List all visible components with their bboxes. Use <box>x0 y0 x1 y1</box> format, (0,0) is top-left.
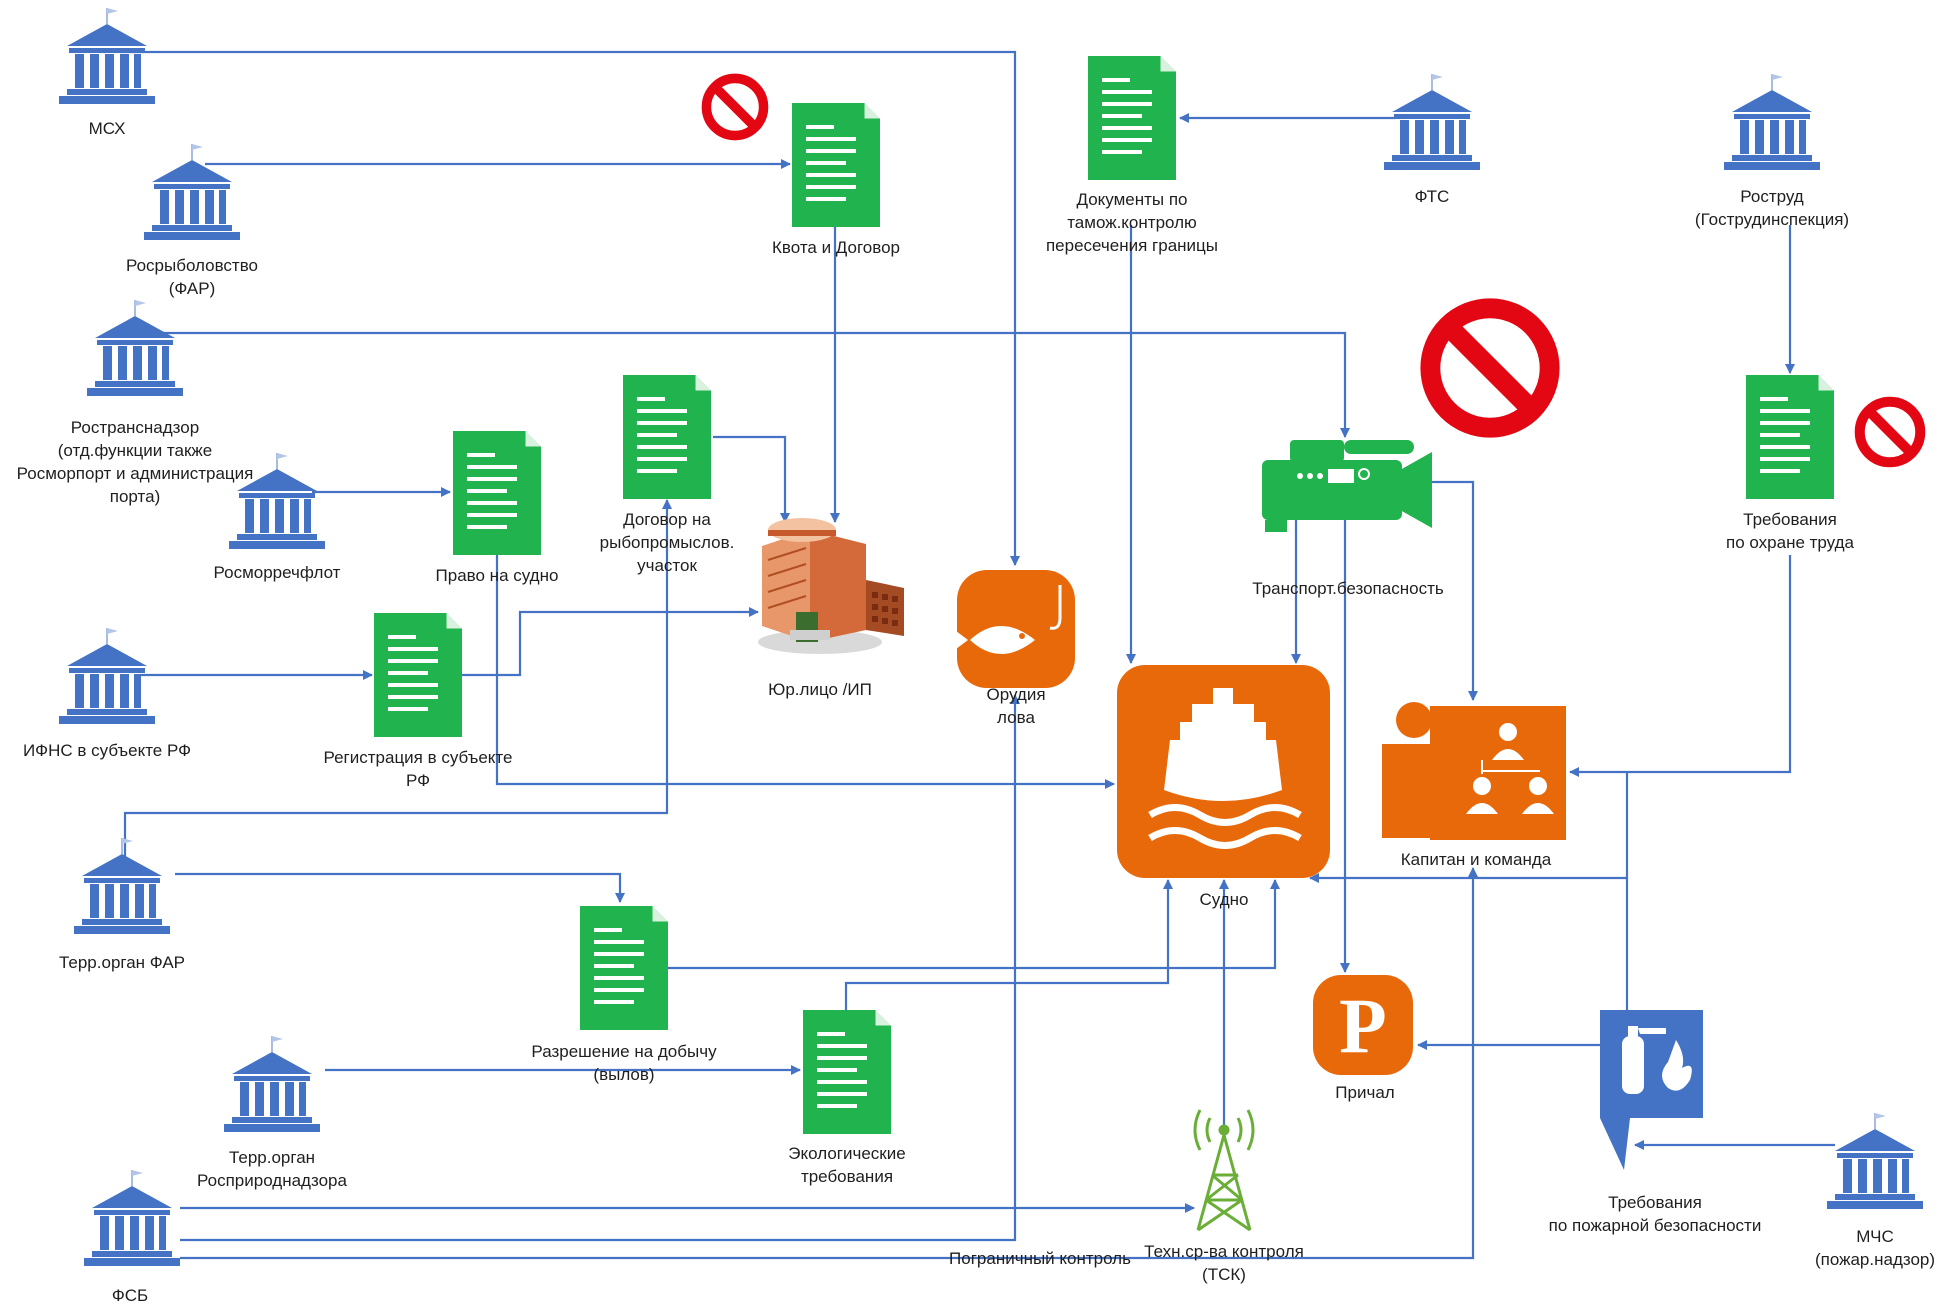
agency-msh <box>58 7 156 105</box>
label-msh: МСХ <box>88 119 126 138</box>
label-rostrud: Роструд (Гострудинспекция) <box>1694 187 1850 229</box>
video-camera-icon <box>1262 440 1432 532</box>
vessel-node <box>1117 665 1330 878</box>
no-entry-icon <box>706 78 763 135</box>
label-rosmorrechflot: Росморречфлот <box>213 563 341 582</box>
agency-fsb <box>83 1169 181 1267</box>
label-transport-security: Транспорт.безопасность <box>1252 579 1444 598</box>
edge-terrfar-permit <box>175 872 625 903</box>
no-entry-icon <box>1430 308 1549 427</box>
label-kvota: Квота и Договор <box>771 238 901 257</box>
edge-permit-vessel <box>668 879 1280 970</box>
agency-ifns <box>58 627 156 725</box>
government-building-icon <box>223 1035 321 1133</box>
document-icon-registration <box>373 612 463 738</box>
ship-icon <box>1148 688 1302 849</box>
label-fsb: ФСБ <box>111 1286 149 1305</box>
label-legal-entity: Юр.лицо /ИП <box>768 680 872 699</box>
document-icon-dogovor <box>622 374 712 500</box>
label-labor-req: Требования по охране труда <box>1726 510 1854 552</box>
government-building-icon <box>1383 73 1481 171</box>
label-terr-rpn: Терр.орган Росприроднадзора <box>197 1148 347 1190</box>
government-building-icon <box>143 143 241 241</box>
government-building-icon <box>1826 1112 1924 1210</box>
document-icon-pravo <box>452 430 542 556</box>
label-fishing-gear: Орудия лова <box>986 685 1046 727</box>
government-building-icon <box>86 299 184 397</box>
government-building-icon <box>1723 73 1821 171</box>
fire-extinguisher-icon <box>1600 1010 1703 1170</box>
label-mchs: МЧС (пожар.надзор) <box>1814 1227 1936 1269</box>
agency-rostrud <box>1723 73 1821 171</box>
label-border-control: Пограничный контроль <box>949 1249 1131 1268</box>
parking-icon: P <box>1339 982 1387 1069</box>
edge-registration-legal <box>462 607 759 677</box>
crew-team-icon <box>1382 702 1566 840</box>
label-fire-req: Требования по пожарной безопасности <box>1548 1193 1762 1235</box>
fish-hook-icon <box>952 585 1062 654</box>
svg-text:P: P <box>1339 982 1387 1069</box>
edge-msh-fishing-gear <box>120 50 1020 566</box>
document-icon-labor <box>1745 374 1835 500</box>
agency-terr-rpn <box>223 1035 321 1133</box>
agency-terr-far <box>73 837 171 935</box>
label-fts: ФТС <box>1414 187 1450 206</box>
berth-node: P <box>1313 975 1413 1075</box>
agency-rostransnadzor <box>86 299 184 397</box>
document-icon-customs <box>1087 55 1177 181</box>
agency-fts <box>1383 73 1481 171</box>
label-pravo: Право на судно <box>435 566 559 585</box>
document-icon-permit <box>579 905 669 1031</box>
label-vessel: Судно <box>1199 890 1249 909</box>
label-terr-far: Терр.орган ФАР <box>58 953 186 972</box>
edge-dogovor-legal <box>713 435 790 523</box>
edge-fsb-crew <box>180 867 1478 1260</box>
government-building-icon <box>83 1169 181 1267</box>
government-building-icon <box>58 7 156 105</box>
edge-camera-crew <box>1425 480 1478 701</box>
connectors <box>120 50 1835 1260</box>
label-customs-docs: Документы по тамож.контролю пересечения … <box>1045 190 1219 255</box>
label-permit: Разрешение на добычу (вылов) <box>531 1042 717 1084</box>
government-building-icon <box>58 627 156 725</box>
document-icon-eco <box>802 1009 892 1135</box>
edge-terrfar-dogovor <box>123 499 672 856</box>
fishing-gear-node <box>952 570 1075 688</box>
edge-eco-vessel <box>844 879 1173 1010</box>
label-captain-crew: Капитан и команда <box>1400 850 1552 869</box>
label-eco-req: Экологические требования <box>788 1144 906 1186</box>
edge-fsb-gear <box>180 694 1020 1242</box>
label-rostransnadzor: Ространснадзор (отд.функции также Росмор… <box>16 418 254 506</box>
label-dogovor: Договор на рыбопромыслов. участок <box>599 510 735 575</box>
edge-rostrans-camera <box>150 331 1350 438</box>
no-entry-icon <box>1860 402 1920 462</box>
label-rosrybolovstvo: Росрыболовство (ФАР) <box>125 256 259 298</box>
edge-pravo-vessel <box>495 555 1115 789</box>
label-registration: Регистрация в субъекте РФ <box>323 748 513 790</box>
agency-mchs <box>1826 1112 1924 1210</box>
edge-labor-crew <box>1569 555 1792 777</box>
government-building-icon <box>73 837 171 935</box>
document-icon-kvota <box>791 102 881 228</box>
agency-rosrybolovstvo <box>143 143 241 241</box>
label-ifns: ИФНС в субъекте РФ <box>22 741 192 760</box>
label-berth: Причал <box>1335 1083 1395 1102</box>
radio-tower-icon <box>1193 1109 1255 1232</box>
label-tsk: Техн.ср-ва контроля (ТСК) <box>1144 1242 1304 1284</box>
office-building-icon <box>758 518 904 654</box>
